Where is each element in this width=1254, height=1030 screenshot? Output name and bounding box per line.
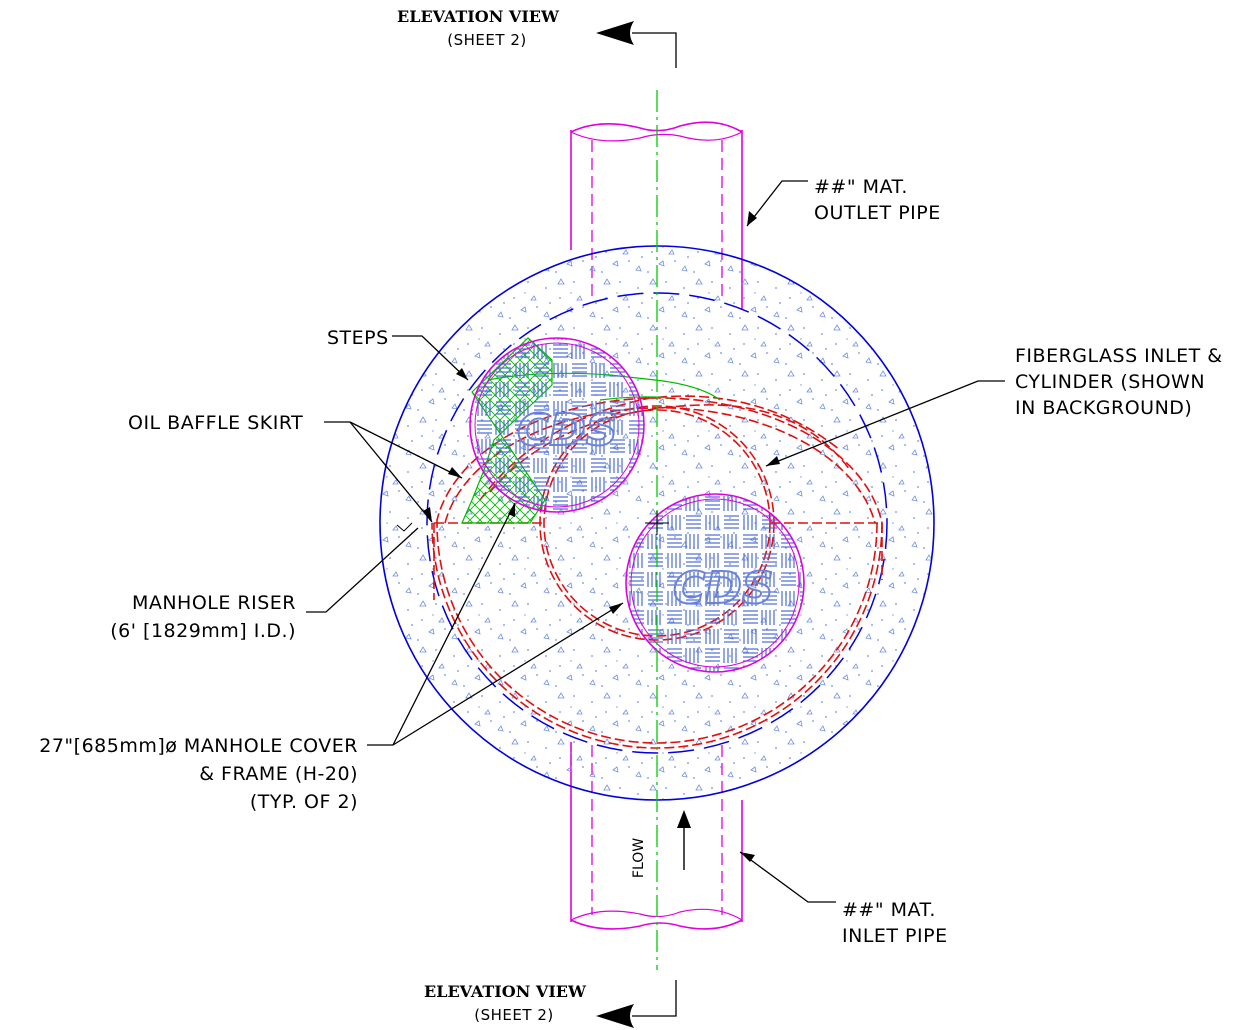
- manhole-cover-upper: CDS: [469, 337, 645, 513]
- section-sheet-bottom: (SHEET 2): [474, 1006, 553, 1024]
- outlet-pipe-label: ##" MAT.: [814, 176, 908, 198]
- cds-logo: CDS: [673, 563, 774, 614]
- outlet-pipe-label: OUTLET PIPE: [814, 202, 941, 224]
- fiberglass-label: FIBERGLASS INLET &: [1015, 345, 1223, 367]
- leader-lines: [306, 180, 1005, 903]
- cover-label: & FRAME (H-20): [199, 763, 358, 785]
- flow-label: FLOW: [631, 838, 647, 878]
- cover-label: (TYP. OF 2): [250, 791, 358, 813]
- riser-label: (6' [1829mm] I.D.): [110, 620, 296, 642]
- cover-label: 27"[685mm]ø MANHOLE COVER: [39, 735, 358, 757]
- manhole-cover-lower: CDS: [625, 493, 805, 673]
- break-mark: [396, 522, 413, 532]
- flow-arrow: [677, 810, 691, 870]
- inlet-pipe-label: ##" MAT.: [842, 899, 936, 921]
- steps-label: STEPS: [327, 327, 389, 349]
- section-cut-bottom: [596, 980, 677, 1028]
- oil-baffle-label: OIL BAFFLE SKIRT: [128, 412, 303, 434]
- section-title-bottom: ELEVATION VIEW: [424, 982, 587, 1001]
- fiberglass-label: CYLINDER (SHOWN: [1015, 371, 1205, 393]
- section-title-top: ELEVATION VIEW: [397, 7, 560, 26]
- section-cut-top: [596, 21, 677, 68]
- leader-arrowheads: [423, 211, 780, 862]
- inlet-pipe-label: INLET PIPE: [842, 925, 948, 947]
- cds-logo: CDS: [517, 405, 618, 456]
- section-sheet-top: (SHEET 2): [447, 31, 526, 49]
- riser-label: MANHOLE RISER: [132, 592, 296, 614]
- fiberglass-label: IN BACKGROUND): [1015, 397, 1192, 419]
